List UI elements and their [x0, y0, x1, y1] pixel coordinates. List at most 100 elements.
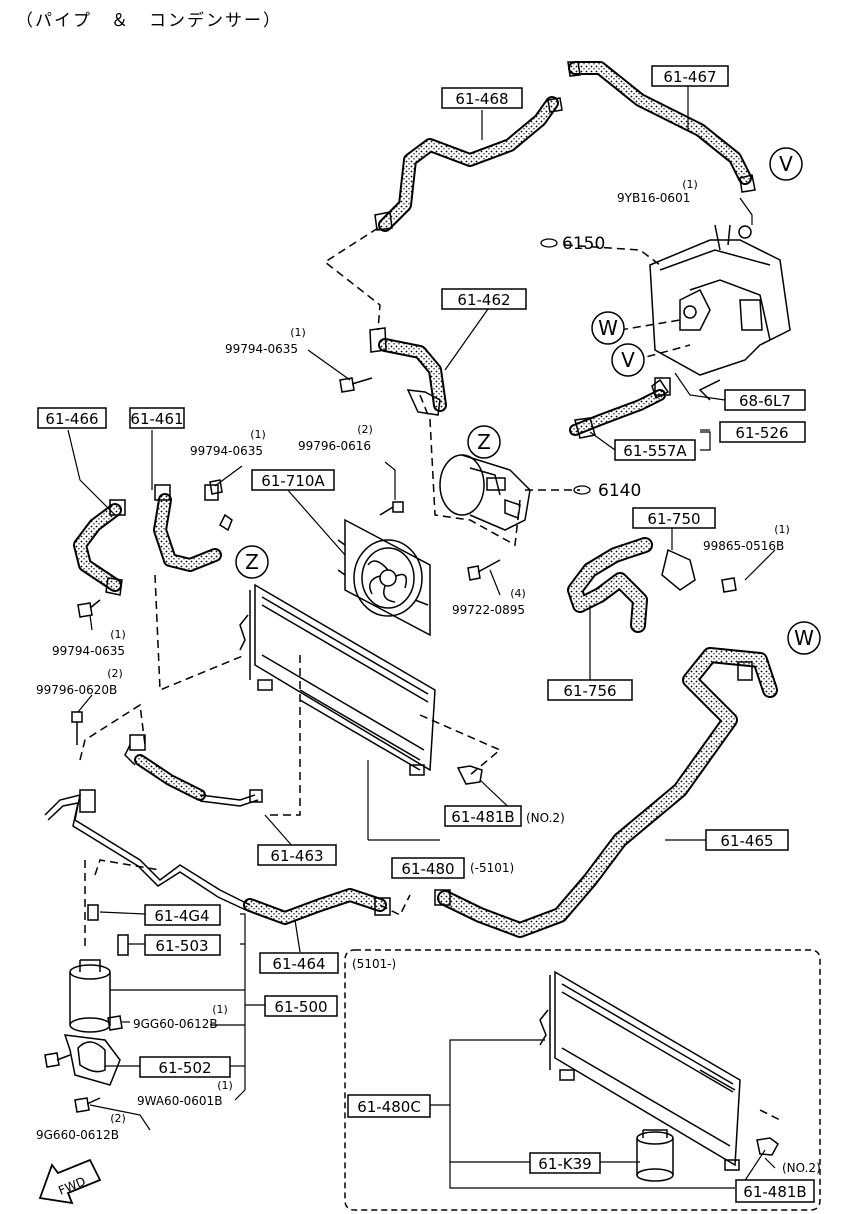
ref-6140-label: 6140	[598, 481, 641, 501]
svg-text:W: W	[794, 626, 814, 650]
evaporator-unit-6150	[649, 224, 791, 401]
hose-61-557a	[569, 389, 666, 436]
label-61-500: 61-500	[274, 998, 327, 1016]
label-61-502: 61-502	[158, 1059, 211, 1077]
qty-9wa60: (1)	[217, 1079, 233, 1092]
qty-99796-0616: (2)	[357, 423, 373, 436]
label-61-k39: 61-K39	[538, 1155, 591, 1173]
box-61-756[interactable]	[547, 679, 633, 701]
small-fittings	[79, 61, 756, 916]
cooling-fan-61-710a	[337, 518, 431, 637]
label-61-480: 61-480	[401, 860, 454, 878]
part-99796-0620b: 99796-0620B	[36, 683, 117, 697]
box-61-500[interactable]	[264, 995, 338, 1017]
qty-99722: (4)	[510, 587, 526, 600]
box-61-557a[interactable]	[614, 439, 696, 461]
inset-bolt	[756, 1137, 779, 1156]
hose-61-467	[568, 61, 752, 185]
hose-61-461	[153, 493, 222, 572]
box-61-526[interactable]	[719, 421, 806, 443]
label-61-481b: 61-481B	[451, 808, 514, 826]
label-68-6l7: 68-6L7	[739, 392, 791, 410]
box-61-462[interactable]	[441, 288, 527, 310]
note-no2-inset: (NO.2)	[782, 1161, 821, 1175]
compressor-6140	[439, 454, 531, 531]
hose-61-463	[134, 754, 206, 801]
circle-marker-z-condenser: Z	[235, 545, 269, 579]
leader-lines	[67, 85, 776, 1189]
box-61-k39[interactable]	[529, 1152, 601, 1174]
box-61-461[interactable]	[129, 407, 185, 429]
svg-text:W: W	[598, 316, 618, 340]
qty-9g660: (2)	[110, 1112, 126, 1125]
label-61-464: 61-464	[272, 955, 325, 973]
part-9yb16-0601: 9YB16-0601	[617, 191, 690, 205]
box-61-464[interactable]	[259, 952, 339, 974]
label-61-467: 61-467	[663, 68, 716, 86]
box-61-4g4[interactable]	[144, 904, 221, 926]
qty-99794-c: (1)	[110, 628, 126, 641]
label-61-557a: 61-557A	[623, 442, 687, 460]
box-61-466[interactable]	[37, 407, 107, 429]
box-61-463[interactable]	[257, 844, 337, 866]
circle-marker-w-unit: W	[591, 311, 625, 345]
diagram-title: （パイプ ＆ コンデンサー）	[16, 11, 282, 31]
label-61-461: 61-461	[130, 410, 183, 428]
part-99722-0895: 99722-0895	[452, 603, 525, 617]
box-61-502[interactable]	[139, 1056, 231, 1078]
qty-99794-b: (1)	[250, 428, 266, 441]
circle-marker-w-hose: W	[787, 621, 821, 655]
label-61-465: 61-465	[720, 832, 773, 850]
hose-61-465	[437, 647, 778, 938]
dashed-connections	[79, 227, 781, 1121]
box-61-465[interactable]	[705, 829, 789, 851]
label-61-756: 61-756	[563, 682, 616, 700]
note-serial-5101: (-5101)	[470, 861, 514, 875]
circle-marker-v-top: V	[769, 147, 803, 181]
label-61-503: 61-503	[155, 937, 208, 955]
label-61-463: 61-463	[270, 847, 323, 865]
box-61-481b[interactable]	[444, 805, 522, 827]
box-61-480[interactable]	[391, 857, 465, 879]
box-61-750[interactable]	[632, 507, 716, 529]
box-61-467[interactable]	[651, 65, 729, 87]
svg-text:V: V	[621, 348, 635, 372]
inset-drier-61-k39	[636, 1129, 674, 1182]
circle-marker-z-compressor: Z	[467, 425, 501, 459]
condenser-61-480	[239, 583, 436, 776]
part-9gg60-0612b: 9GG60-0612B	[133, 1017, 218, 1031]
circle-marker-v-unit: V	[611, 343, 645, 377]
svg-text:V: V	[779, 152, 793, 176]
qty-99794-a: (1)	[290, 326, 306, 339]
hose-61-462	[378, 338, 447, 412]
part-99865-0516b: 99865-0516B	[703, 539, 784, 553]
box-61-710a[interactable]	[251, 469, 335, 491]
hose-61-464	[243, 888, 387, 925]
inset-condenser-61-480c	[539, 970, 741, 1171]
box-61-503[interactable]	[144, 934, 221, 956]
ref-6140: 6140	[573, 481, 641, 501]
fwd-arrow-icon: FWD	[38, 1158, 102, 1205]
part-99796-0616: 99796-0616	[298, 439, 371, 453]
inset-label: (5101-)	[352, 957, 396, 971]
label-61-4g4: 61-4G4	[154, 907, 209, 925]
qty-99865: (1)	[774, 523, 790, 536]
box-61-468[interactable]	[441, 87, 523, 109]
part-9wa60-0601b: 9WA60-0601B	[137, 1094, 222, 1108]
box-61-481b-inset[interactable]	[735, 1179, 815, 1203]
label-61-481b-inset: 61-481B	[743, 1183, 806, 1201]
label-61-468: 61-468	[455, 90, 508, 108]
ref-6150: 6150	[540, 234, 605, 254]
box-68-6l7[interactable]	[724, 389, 806, 411]
svg-text:Z: Z	[477, 430, 491, 454]
receiver-drier-61-500	[63, 959, 121, 1086]
label-61-466: 61-466	[45, 410, 98, 428]
hose-61-756	[567, 537, 653, 633]
hose-61-466	[73, 503, 122, 592]
label-61-526: 61-526	[735, 424, 788, 442]
label-61-710a: 61-710A	[261, 472, 325, 490]
inset-frame	[344, 949, 821, 1211]
box-61-480c[interactable]	[347, 1094, 431, 1118]
part-9g660-0612b: 9G660-0612B	[36, 1128, 119, 1142]
